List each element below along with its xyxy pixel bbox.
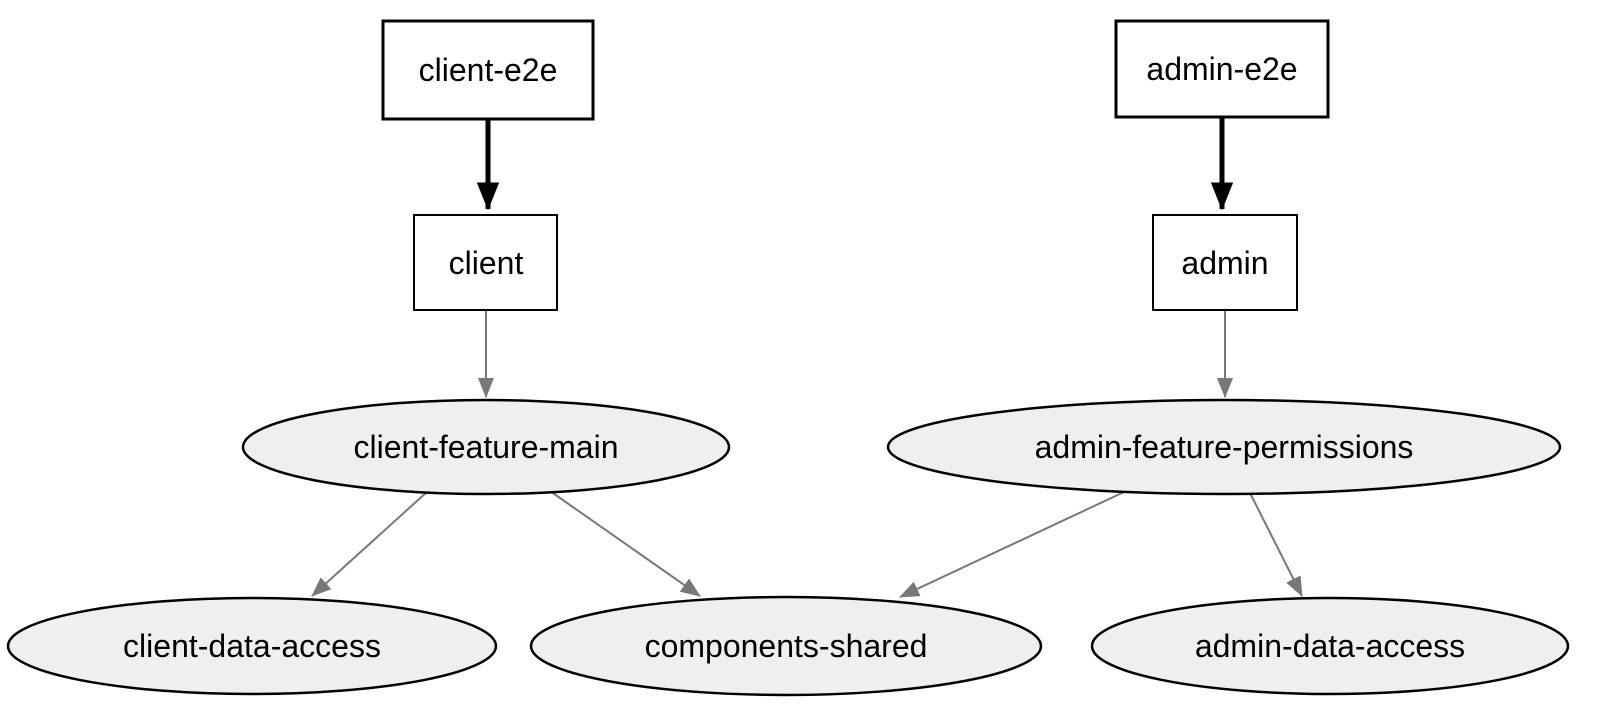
node-admin-feature-permissions-ellipse <box>886 398 1562 496</box>
node-admin-data-access-ellipse <box>1090 596 1570 696</box>
edge-admin-feature-permissions-to-components-shared <box>899 491 1125 598</box>
node-admin-data-access: admin-data-access <box>1090 596 1570 696</box>
node-client-data-access-ellipse <box>6 596 498 696</box>
node-components-shared-ellipse <box>529 595 1043 697</box>
node-admin-label: admin <box>1181 245 1268 281</box>
node-client-e2e: client-e2e <box>381 19 595 121</box>
node-admin-box <box>1152 214 1298 311</box>
edge-admin-feature-permissions-to-admin-data-access <box>1249 492 1303 597</box>
node-components-shared-label: components-shared <box>645 628 928 664</box>
node-admin-feature-permissions-label: admin-feature-permissions <box>1035 429 1414 465</box>
node-admin-e2e-label: admin-e2e <box>1146 51 1297 87</box>
node-components-shared: components-shared <box>529 595 1043 697</box>
node-client: client <box>413 214 558 311</box>
node-client-feature-main: client-feature-main <box>241 398 731 496</box>
node-admin-data-access-label: admin-data-access <box>1195 628 1465 664</box>
node-client-feature-main-label: client-feature-main <box>354 429 619 465</box>
node-client-e2e-label: client-e2e <box>419 52 558 88</box>
node-admin: admin <box>1152 214 1298 311</box>
node-client-data-access-label: client-data-access <box>123 628 381 664</box>
node-client-box <box>413 214 558 311</box>
node-admin-feature-permissions: admin-feature-permissions <box>886 398 1562 496</box>
node-client-data-access: client-data-access <box>6 596 498 696</box>
node-client-label: client <box>449 245 524 281</box>
edge-client-feature-main-to-client-data-access <box>311 490 429 597</box>
node-client-e2e-box <box>381 19 595 121</box>
node-client-feature-main-ellipse <box>241 398 731 496</box>
node-admin-e2e: admin-e2e <box>1114 19 1330 119</box>
node-admin-e2e-box <box>1114 19 1330 119</box>
edge-client-feature-main-to-components-shared <box>549 490 701 597</box>
